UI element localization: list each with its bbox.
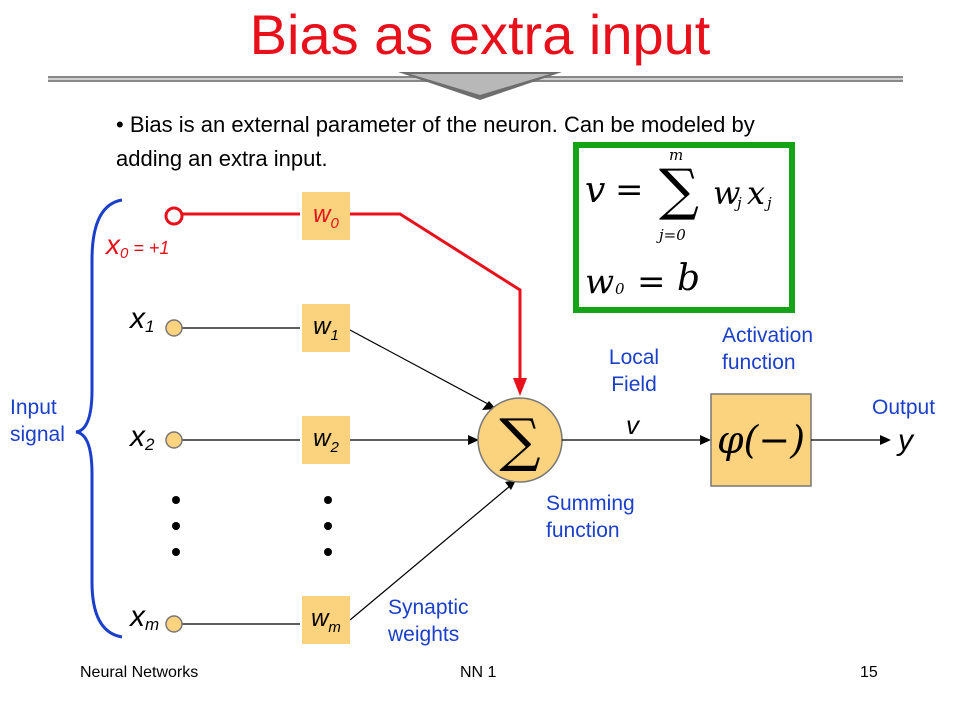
input-connections: [182, 327, 516, 625]
ellipsis-dots-weights: [324, 496, 332, 556]
input-label-x0: x0 = +1: [106, 229, 170, 263]
weight-box-w2: w2: [302, 416, 350, 464]
input-node-x2: [165, 431, 183, 449]
summing-function-label: Summing function: [546, 492, 635, 542]
input-signal-label: Input signal: [10, 396, 65, 446]
output-label: Output: [872, 396, 936, 419]
weight-box-w1: w1: [302, 304, 350, 352]
equation-weighted-sum: v = ∑ m j=0 w j x j: [585, 146, 772, 244]
bullet-icon: •: [116, 112, 130, 137]
activation-function-label: Activation function: [722, 324, 814, 374]
title-underline: [48, 72, 903, 100]
ellipsis-dots-inputs: [172, 496, 180, 556]
input-node-xm: [165, 615, 183, 633]
weight-box-wm: wm: [302, 596, 350, 644]
input-node-x1: [165, 319, 183, 337]
page-number: 15: [860, 664, 878, 681]
output-variable: y: [898, 424, 913, 457]
equation-box: [573, 142, 795, 313]
local-field-label: Local Field: [608, 346, 660, 396]
weight-box-w0: w0: [302, 192, 350, 240]
bias-path: [164, 206, 527, 396]
local-field-variable: v: [626, 410, 639, 440]
input-label-x2: x2: [130, 420, 155, 455]
sigma-icon: ∑: [499, 406, 541, 474]
phi-icon: φ(−): [716, 418, 806, 462]
equation-bias: w 0 = b: [585, 258, 701, 302]
footer-center: NN 1: [460, 664, 497, 681]
bullet-text: • Bias is an external parameter of the n…: [116, 112, 755, 171]
synaptic-weights-label: Synaptic weights: [388, 596, 469, 646]
input-label-xm: xm: [130, 600, 160, 635]
input-brace: [75, 198, 123, 639]
slide-title: Bias as extra input: [249, 3, 711, 66]
footer-left: Neural Networks: [80, 664, 199, 681]
activation-box: [710, 393, 812, 487]
input-label-x1: x1: [130, 302, 155, 337]
